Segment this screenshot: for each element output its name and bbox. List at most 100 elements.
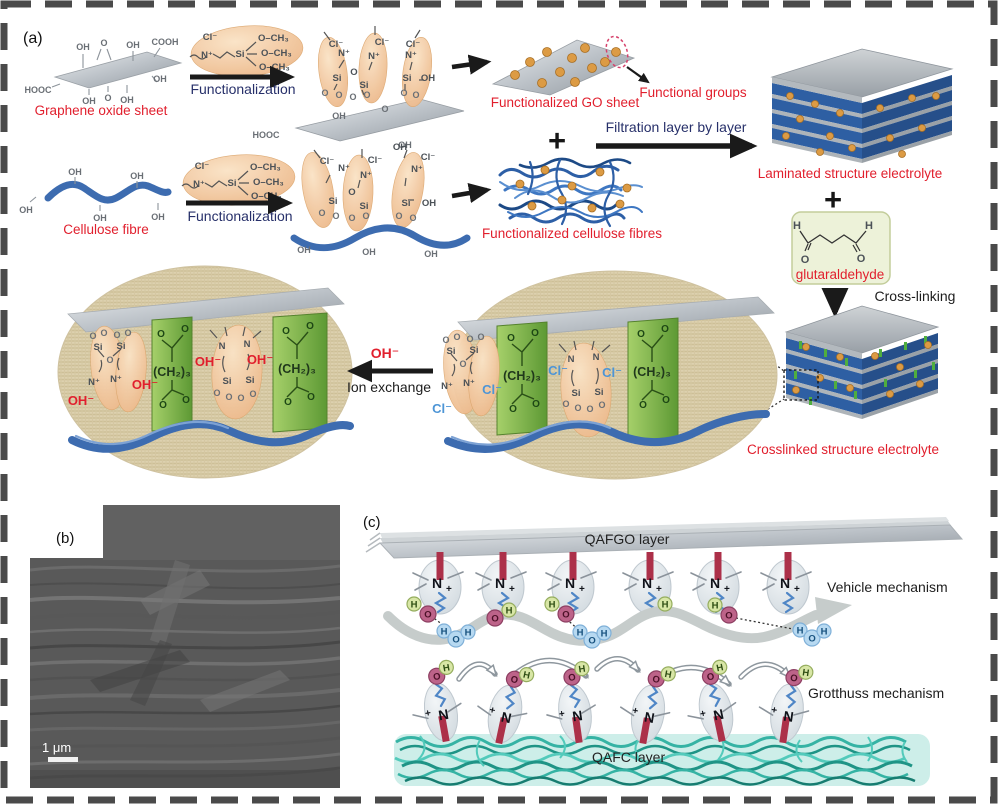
o-label: O [225,392,232,402]
o-group-label: O [100,38,107,48]
o-group-label: O [104,93,111,103]
n-plus-label: N⁺ [338,163,350,174]
scale-bar [48,757,78,762]
o-label: O [639,400,647,411]
si-label: Si [333,73,342,84]
si-label: Si [94,342,103,353]
laminated-structure-electrolyte: Laminated structure electrolyte [758,48,954,181]
o-label: O [237,393,244,403]
o-label: O [586,404,593,414]
chloride-ion-label: Cl⁻ [548,363,568,378]
o-label: O [661,324,669,335]
qafc-layer-label: QAFC layer [592,749,665,765]
silane-molecule: Cl⁻ N⁺ Si O–CH₃ O–CH₃ O–CH₃ [189,25,304,77]
o-label: O [282,326,290,337]
oh-minus-arrow-label: OH⁻ [371,345,399,361]
cl-counterion-label: Cl⁻ [421,152,436,163]
cl-counterion-label: Cl⁻ [368,155,383,166]
hydroxide-ion-label: OH⁻ [247,352,273,367]
o-label: O [306,321,314,332]
functionalized-cellulose-intermediate: Cl⁻ N⁺ Cl⁻ N⁺ OH Cl⁻ N⁺ Si O Si Si OH O … [290,142,471,259]
o-label: O [318,208,325,218]
arrow-to-func-cellulose-mat [451,183,492,204]
si-label: Si [360,80,369,91]
oh-group-label: OH [151,212,165,222]
n-plus-label: N⁺ [360,170,372,181]
vehicle-arrow-head [815,597,852,624]
cooh-group-label: COOH [152,37,179,47]
si-label: Si [403,73,412,84]
h-atom-label: H [662,600,669,611]
functionalization-label-cellulose: Functionalization [187,208,292,224]
o-label: O [531,328,539,339]
o-label: O [362,211,369,221]
cross-linking-label: Cross-linking [875,288,956,304]
o-label: O [284,397,292,408]
n-plus-label: N⁺ [368,51,380,62]
ch2-3-label: (CH₂)₃ [278,362,316,376]
panel-b-tag: (b) [56,530,74,547]
o-label: O [348,213,355,223]
grotthuss-mechanism-row: QAFC layer Grotthuss mechanism [394,656,944,786]
si-label: Si [228,178,237,189]
o-label: O [335,90,342,100]
o-label: O [182,395,190,406]
qafgo-layer-label: QAFGO layer [585,531,670,547]
h-atom [657,596,673,612]
panel-a: (a) OH O OH COOH HOOC OH O OH OH Graphen… [19,25,956,480]
h-atom-label: H [865,220,873,232]
qafgo-layer-sheet: QAFGO layer [365,517,964,559]
o-label: O [477,332,484,342]
oh-group-label: OH [130,171,144,181]
graphene-oxide-sheet-label: Graphene oxide sheet [35,103,168,118]
filtration-label: Filtration layer by layer [606,119,747,135]
hooc-group-label: HOOC [25,85,53,95]
n-plus-label: N⁺ [463,378,475,389]
o-label: O [400,88,407,98]
ch2-3-label: (CH₂)₃ [153,365,191,379]
o-label: O [307,392,315,403]
o-label: O [332,211,339,221]
glutaraldehyde-label: glutaraldehyde [796,267,885,282]
si-label: Si [572,388,581,399]
o-label: O [159,400,167,411]
oh-group-label: OH [120,95,134,105]
chloride-ion-label: Cl⁻ [432,401,452,416]
o-label: O [363,90,370,100]
oh-group-label: OH [19,205,33,215]
n-plus-label: N⁺ [411,164,423,175]
o-ch3-label: O–CH₃ [259,62,290,73]
o-ch3-label: O–CH₃ [253,177,284,188]
o-label: O [381,104,388,114]
embedded-functional-group-balls [782,92,940,158]
ch2-3-label: (CH₂)₃ [503,369,541,383]
o-label: O [157,329,165,340]
o-label: O [459,359,466,369]
n-label: N [568,354,575,365]
o-label: O [442,335,449,345]
crosslinked-zoom-oval-chloride: O O (CH₂)₃ O O O O (CH₂)₃ O O O O O O Si… [432,270,778,480]
o-label: O [321,88,328,98]
o-label: O [412,90,419,100]
o-label: O [106,355,113,365]
cl-counterion-label: Cl⁻ [406,39,421,50]
n-plus-label: N⁺ [110,374,122,385]
oh-label: OH [421,73,435,84]
grotthuss-mechanism-label: Grotthuss mechanism [808,685,944,701]
functionalized-go-sheet-label: Functionalized GO sheet [491,95,640,110]
ch2-3-label: (CH₂)₃ [633,365,671,379]
hydroxide-ion-label: OH⁻ [68,393,94,408]
o-label: O [213,388,220,398]
n-plus-label: N⁺ [405,50,417,61]
o-label: O [562,399,569,409]
o-label: O [598,400,605,410]
oh-group-label: OH [93,213,107,223]
silane-molecule: Cl⁻ N⁺ Si O–CH₃ O–CH₃ O–CH₃ [181,154,296,206]
plus-sign-1: + [548,123,566,158]
o-ch3-label: O–CH₃ [251,191,282,202]
o-ch3-label: O–CH₃ [261,48,292,59]
panel-c-tag: (c) [363,514,381,531]
n-label: N [593,352,600,363]
h-atom-label: H [793,220,801,232]
